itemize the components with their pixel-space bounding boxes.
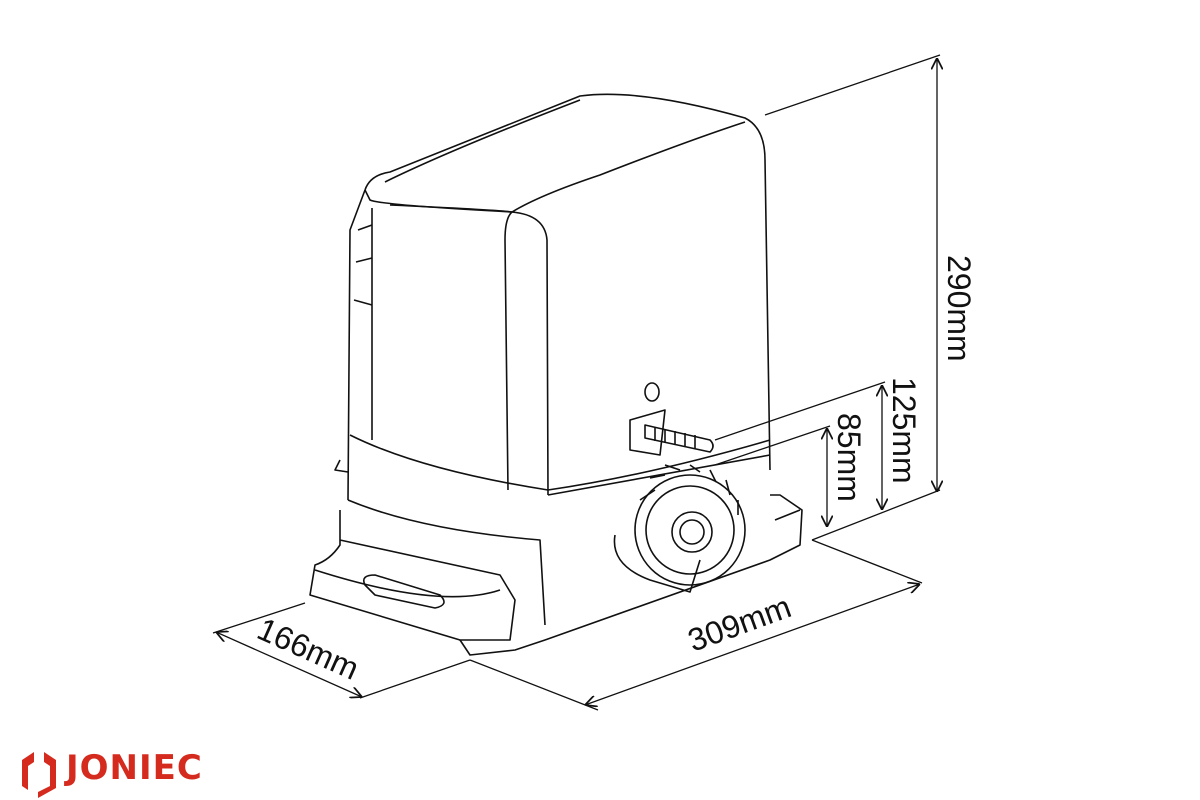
dimension-length: 309mm xyxy=(683,588,796,658)
dimension-gear-height: 85mm xyxy=(831,413,867,502)
brand-name: JONIEC xyxy=(66,748,203,788)
gear-icon xyxy=(634,464,746,586)
dimension-height-total: 290mm xyxy=(941,255,977,362)
brand-logo-icon xyxy=(22,752,56,798)
dimension-width: 166mm xyxy=(252,611,364,687)
dimension-lines xyxy=(212,54,940,711)
dimension-shaft-height: 125mm xyxy=(886,377,922,484)
motor-drawing xyxy=(309,93,803,656)
